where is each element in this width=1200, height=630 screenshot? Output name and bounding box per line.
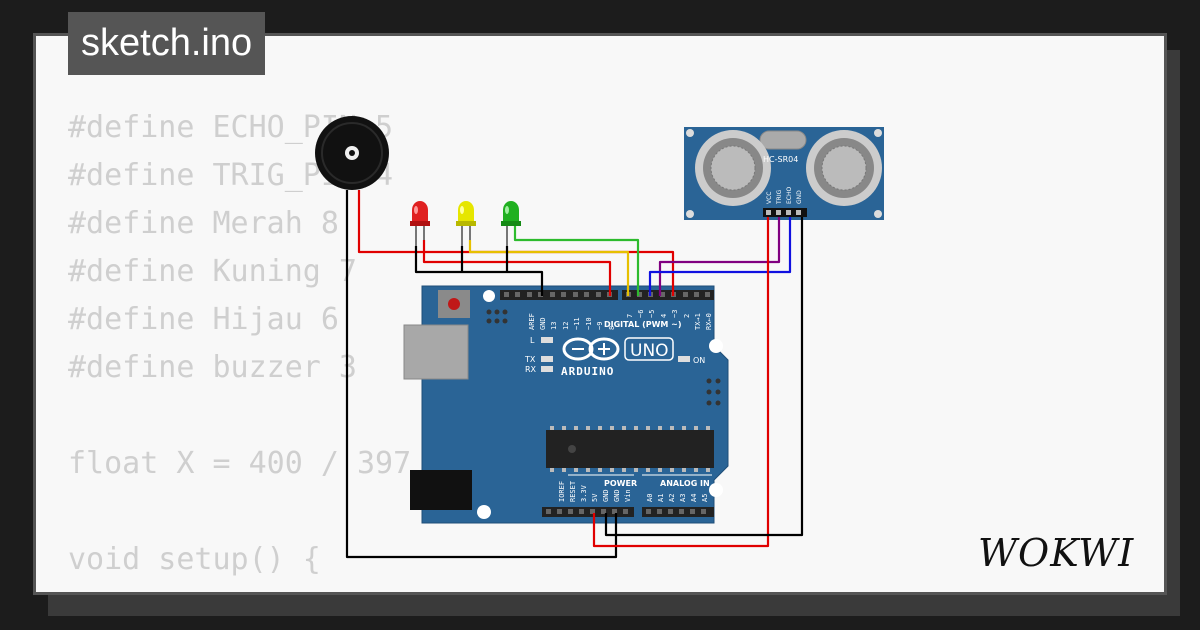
pin-label: AREF	[528, 313, 536, 330]
pin-label: TX→1	[694, 313, 702, 330]
pin-label: A4	[690, 494, 698, 502]
file-tab[interactable]: sketch.ino	[68, 12, 266, 75]
pin-label: 2	[683, 314, 691, 318]
led-yellow[interactable]	[456, 201, 476, 246]
code-line: float X = 400 / 397	[68, 446, 412, 481]
analog-label: ANALOG IN	[660, 479, 710, 488]
pin-label: A3	[679, 494, 687, 502]
wire-led-red-pin8	[422, 240, 612, 296]
power-pin-labels: IOREF RESET 3.3V 5V GND GND Vin A0 A1 A2…	[558, 480, 709, 502]
pin-label: 3.3V	[580, 484, 588, 502]
digital-pin-labels: AREF GND 13 12 ~11 ~10 ~9 8 7 ~6 ~5 4 ~3…	[528, 310, 713, 330]
transducer-left	[695, 130, 771, 206]
pin-label: Vin	[624, 489, 632, 502]
sensor-header	[763, 208, 807, 217]
sensor-pin-label: VCC	[766, 192, 773, 204]
wire-led-yellow-pin7	[468, 240, 630, 296]
wire-sensor-vcc	[592, 217, 770, 548]
code-line: #define Kuning 7	[68, 254, 357, 289]
crystal	[759, 130, 807, 150]
sensor-pin-label: GND	[796, 190, 803, 204]
led-on-label: ON	[693, 356, 705, 365]
led-l	[541, 337, 553, 343]
reset-button[interactable]	[448, 298, 460, 310]
pin-label: 7	[626, 314, 634, 318]
usb-port	[403, 324, 469, 380]
pin-label: GND	[613, 489, 621, 502]
wire-sensor-echo	[648, 217, 792, 296]
sensor-pin-label: ECHO	[786, 187, 793, 204]
transducer-right	[806, 130, 882, 206]
analog-header	[642, 507, 714, 517]
wire-led-red-gnd	[414, 246, 544, 296]
arduino-label: ARDUINO	[561, 365, 614, 378]
power-label: POWER	[604, 479, 637, 488]
digital-header-right	[622, 290, 714, 300]
pin-label: ~6	[637, 310, 645, 318]
arduino-uno-board[interactable]: AREF GND 13 12 ~11 ~10 ~9 8 7 ~6 ~5 4 ~3…	[403, 285, 729, 524]
led-rx-label: RX	[525, 365, 537, 374]
pin-label: 4	[660, 314, 668, 318]
arduino-logo-icon	[562, 337, 620, 361]
pin-label: RX←0	[705, 313, 713, 330]
mounting-hole	[477, 505, 491, 519]
buzzer[interactable]	[315, 116, 389, 190]
code-line: void setup() {	[68, 542, 321, 577]
uno-label: UNO	[630, 341, 669, 361]
mounting-hole	[709, 483, 723, 497]
pin-label: ~10	[585, 317, 593, 330]
pin-label: 8	[608, 326, 616, 330]
wire-led-green-pin6	[513, 226, 640, 296]
wokwi-logo-text: WOKWI	[978, 531, 1134, 574]
code-line: #define buzzer 3	[68, 350, 357, 385]
led-tx	[541, 356, 553, 362]
sensor-pin-label: TRIG	[776, 189, 783, 205]
pin-label: IOREF	[558, 481, 566, 502]
mounting-hole	[483, 290, 495, 302]
wokwi-logo: WOKWI	[978, 531, 1134, 574]
code-line: #define Hijau 6	[68, 302, 339, 337]
mounting-hole	[709, 339, 723, 353]
led-on	[678, 356, 690, 362]
pin-label: 13	[550, 322, 558, 330]
digital-label: DIGITAL (PWM ~)	[604, 320, 682, 329]
led-tx-label: TX	[524, 355, 536, 364]
pin-label: A2	[668, 494, 676, 502]
wire-sensor-trig	[658, 217, 781, 296]
pin-label: RESET	[569, 480, 577, 502]
led-l-label: L	[530, 336, 535, 345]
power-jack	[410, 470, 472, 510]
pin-label: A0	[646, 494, 654, 502]
power-header	[542, 507, 634, 517]
pin-label: ~5	[648, 310, 656, 318]
code-line: Serial.begin(9600);	[68, 584, 447, 592]
digital-header-left	[500, 290, 618, 300]
pin-label: ~3	[671, 310, 679, 318]
wires	[345, 190, 804, 559]
led-red[interactable]	[410, 201, 430, 246]
pin-label: A1	[657, 494, 665, 502]
code-preview: #define ECHO_PIN 5#define TRIG_PIN 4#def…	[68, 104, 447, 592]
code-line: #define Merah 8	[68, 206, 339, 241]
led-rx	[541, 366, 553, 372]
wire-sensor-gnd	[604, 217, 804, 537]
uno-badge	[624, 337, 674, 361]
pin-label: ~9	[596, 322, 604, 330]
pin-label: ~11	[573, 317, 581, 330]
pin-label: A5	[701, 494, 709, 502]
pin-label: 5V	[591, 493, 599, 502]
pin-label: 12	[562, 322, 570, 330]
pin-label: GND	[539, 317, 547, 330]
ultrasonic-sensor-hc-sr04[interactable]: HC-SR04 VCC TRIG ECHO GND	[684, 127, 884, 220]
pin-label: GND	[602, 489, 610, 502]
sensor-label: HC-SR04	[763, 155, 798, 164]
